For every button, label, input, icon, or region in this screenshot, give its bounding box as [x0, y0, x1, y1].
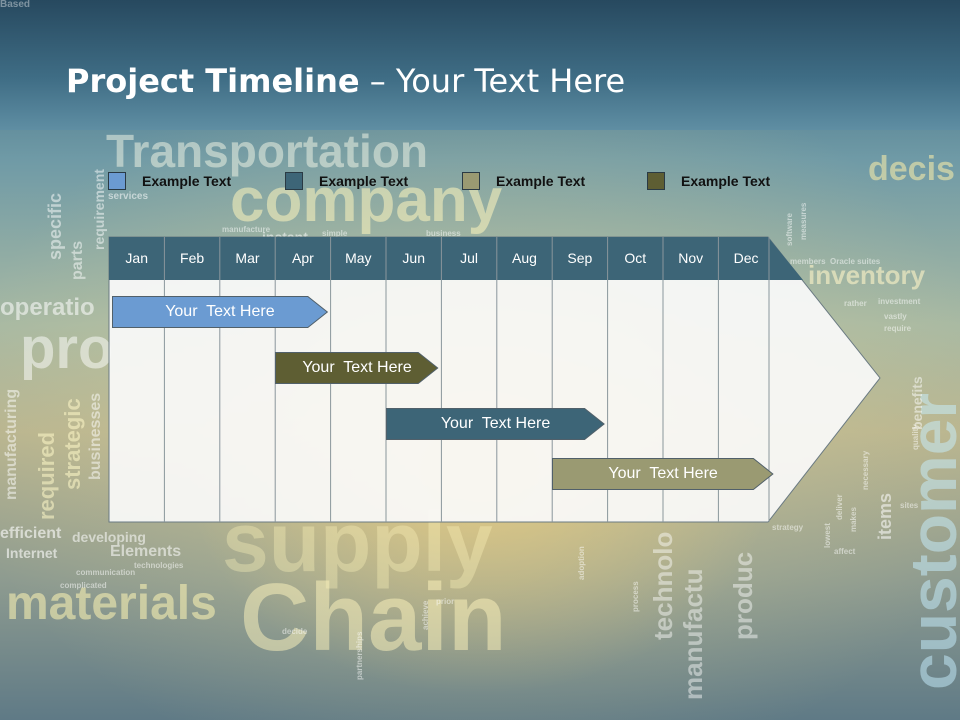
month-label: Mar — [235, 250, 260, 266]
task-bar[interactable]: Your Text Here — [552, 458, 774, 490]
task-bar-label: Your Text Here — [608, 465, 718, 482]
background-word: efficient — [0, 525, 62, 542]
legend-label: Example Text — [142, 173, 232, 189]
background-word: developing — [72, 529, 146, 545]
background-word: adoption — [577, 546, 586, 580]
background-word: pro — [20, 316, 114, 381]
legend-swatch — [462, 172, 480, 190]
background-word: decide — [282, 627, 308, 636]
background-word: investment — [878, 297, 921, 306]
background-word: customer — [896, 392, 960, 690]
task-bar[interactable]: Your Text Here — [112, 296, 328, 328]
background-word: Transportation — [106, 125, 429, 177]
legend-label: Example Text — [319, 173, 409, 189]
background-word: services — [108, 191, 149, 202]
background-word: materials — [6, 577, 217, 630]
background-word: technologies — [134, 561, 184, 570]
background-word: simple — [322, 229, 348, 238]
legend-label: Example Text — [681, 173, 771, 189]
background-word: Elements — [110, 543, 182, 560]
month-label: Oct — [624, 250, 647, 266]
background-word: complicated — [60, 581, 107, 590]
background-word: Internet — [6, 545, 58, 561]
background-word: sites — [900, 501, 919, 510]
background-word: manufactu — [678, 568, 708, 700]
legend-item: Example Text — [462, 171, 585, 191]
header-band — [0, 0, 960, 130]
task-bar-shape — [386, 408, 605, 440]
legend-swatch — [108, 172, 126, 190]
month-label: May — [345, 250, 372, 266]
task-bar-label: Your Text Here — [165, 303, 275, 320]
month-label: Jun — [402, 250, 425, 266]
task-bar-shape — [112, 296, 328, 328]
timeline-chart: Jan Feb Mar Apr May Jun Jul Aug Sep Oct Nov Dec You… — [108, 236, 884, 526]
title-separator: – — [369, 62, 386, 100]
background-word: specific — [45, 192, 65, 260]
task-bar-label: Your Text Here — [302, 359, 412, 376]
legend-item: Example Text — [108, 171, 231, 191]
month-label: Sep — [567, 250, 593, 266]
background-word: achieve — [421, 600, 430, 630]
background-word: lowest — [823, 523, 832, 548]
task-bar[interactable]: Your Text Here — [275, 352, 439, 384]
background-word: strategic — [60, 398, 85, 490]
month-label: Jan — [125, 250, 148, 266]
background-word: Chain — [240, 564, 507, 671]
month-label: Jul — [460, 250, 479, 266]
background-word: parts — [69, 240, 86, 280]
legend-swatch — [647, 172, 665, 190]
background-word: vastly — [884, 312, 907, 321]
background-word: produc — [728, 551, 758, 640]
background-word: requirement — [91, 169, 107, 250]
month-label: Nov — [678, 250, 704, 266]
background-word: company — [230, 166, 503, 235]
title-rest: Your Text Here — [395, 62, 626, 100]
month-label: Dec — [733, 250, 759, 266]
background-word: partnerships — [355, 631, 364, 680]
background-word: members — [790, 257, 826, 266]
background-word: Oracle suites — [830, 257, 881, 266]
background-word: communication — [76, 568, 136, 577]
legend-label: Example Text — [496, 173, 586, 189]
background-word: rather — [844, 299, 867, 308]
background-word: businesses — [87, 392, 104, 480]
legend-item: Example Text — [285, 171, 408, 191]
background-word: benefits — [909, 376, 925, 430]
background-word: require — [884, 324, 912, 333]
background-word: affect — [834, 547, 856, 556]
task-bar-shape — [275, 352, 439, 384]
background-word: decis — [868, 150, 955, 188]
legend-swatch — [285, 172, 303, 190]
background-word: manufacturing — [3, 388, 20, 500]
slide-title: Project Timeline – Your Text Here — [66, 62, 625, 100]
background-word: operatio — [0, 294, 95, 321]
task-bar-shape — [552, 458, 774, 490]
background-word: strategy — [772, 523, 804, 532]
background-word: quality — [911, 424, 920, 450]
background-word: required — [34, 431, 59, 520]
background-word: prior — [436, 597, 455, 606]
background-word: Based — [0, 0, 31, 10]
background-word: process — [631, 581, 640, 612]
month-label: Feb — [180, 250, 205, 266]
background-word: manufacture — [222, 225, 271, 234]
legend-item: Example Text — [647, 171, 770, 191]
month-header-band — [109, 237, 803, 280]
task-bar-label: Your Text Here — [440, 415, 551, 432]
background-word: inventory — [808, 260, 926, 290]
background-word: technolo — [648, 531, 678, 640]
title-bold: Project Timeline — [66, 62, 360, 100]
month-label: Apr — [291, 250, 314, 266]
background-word: measures — [799, 202, 808, 240]
background-word: business — [426, 229, 461, 238]
month-label: Aug — [512, 250, 537, 266]
task-bar[interactable]: Your Text Here — [386, 408, 605, 440]
